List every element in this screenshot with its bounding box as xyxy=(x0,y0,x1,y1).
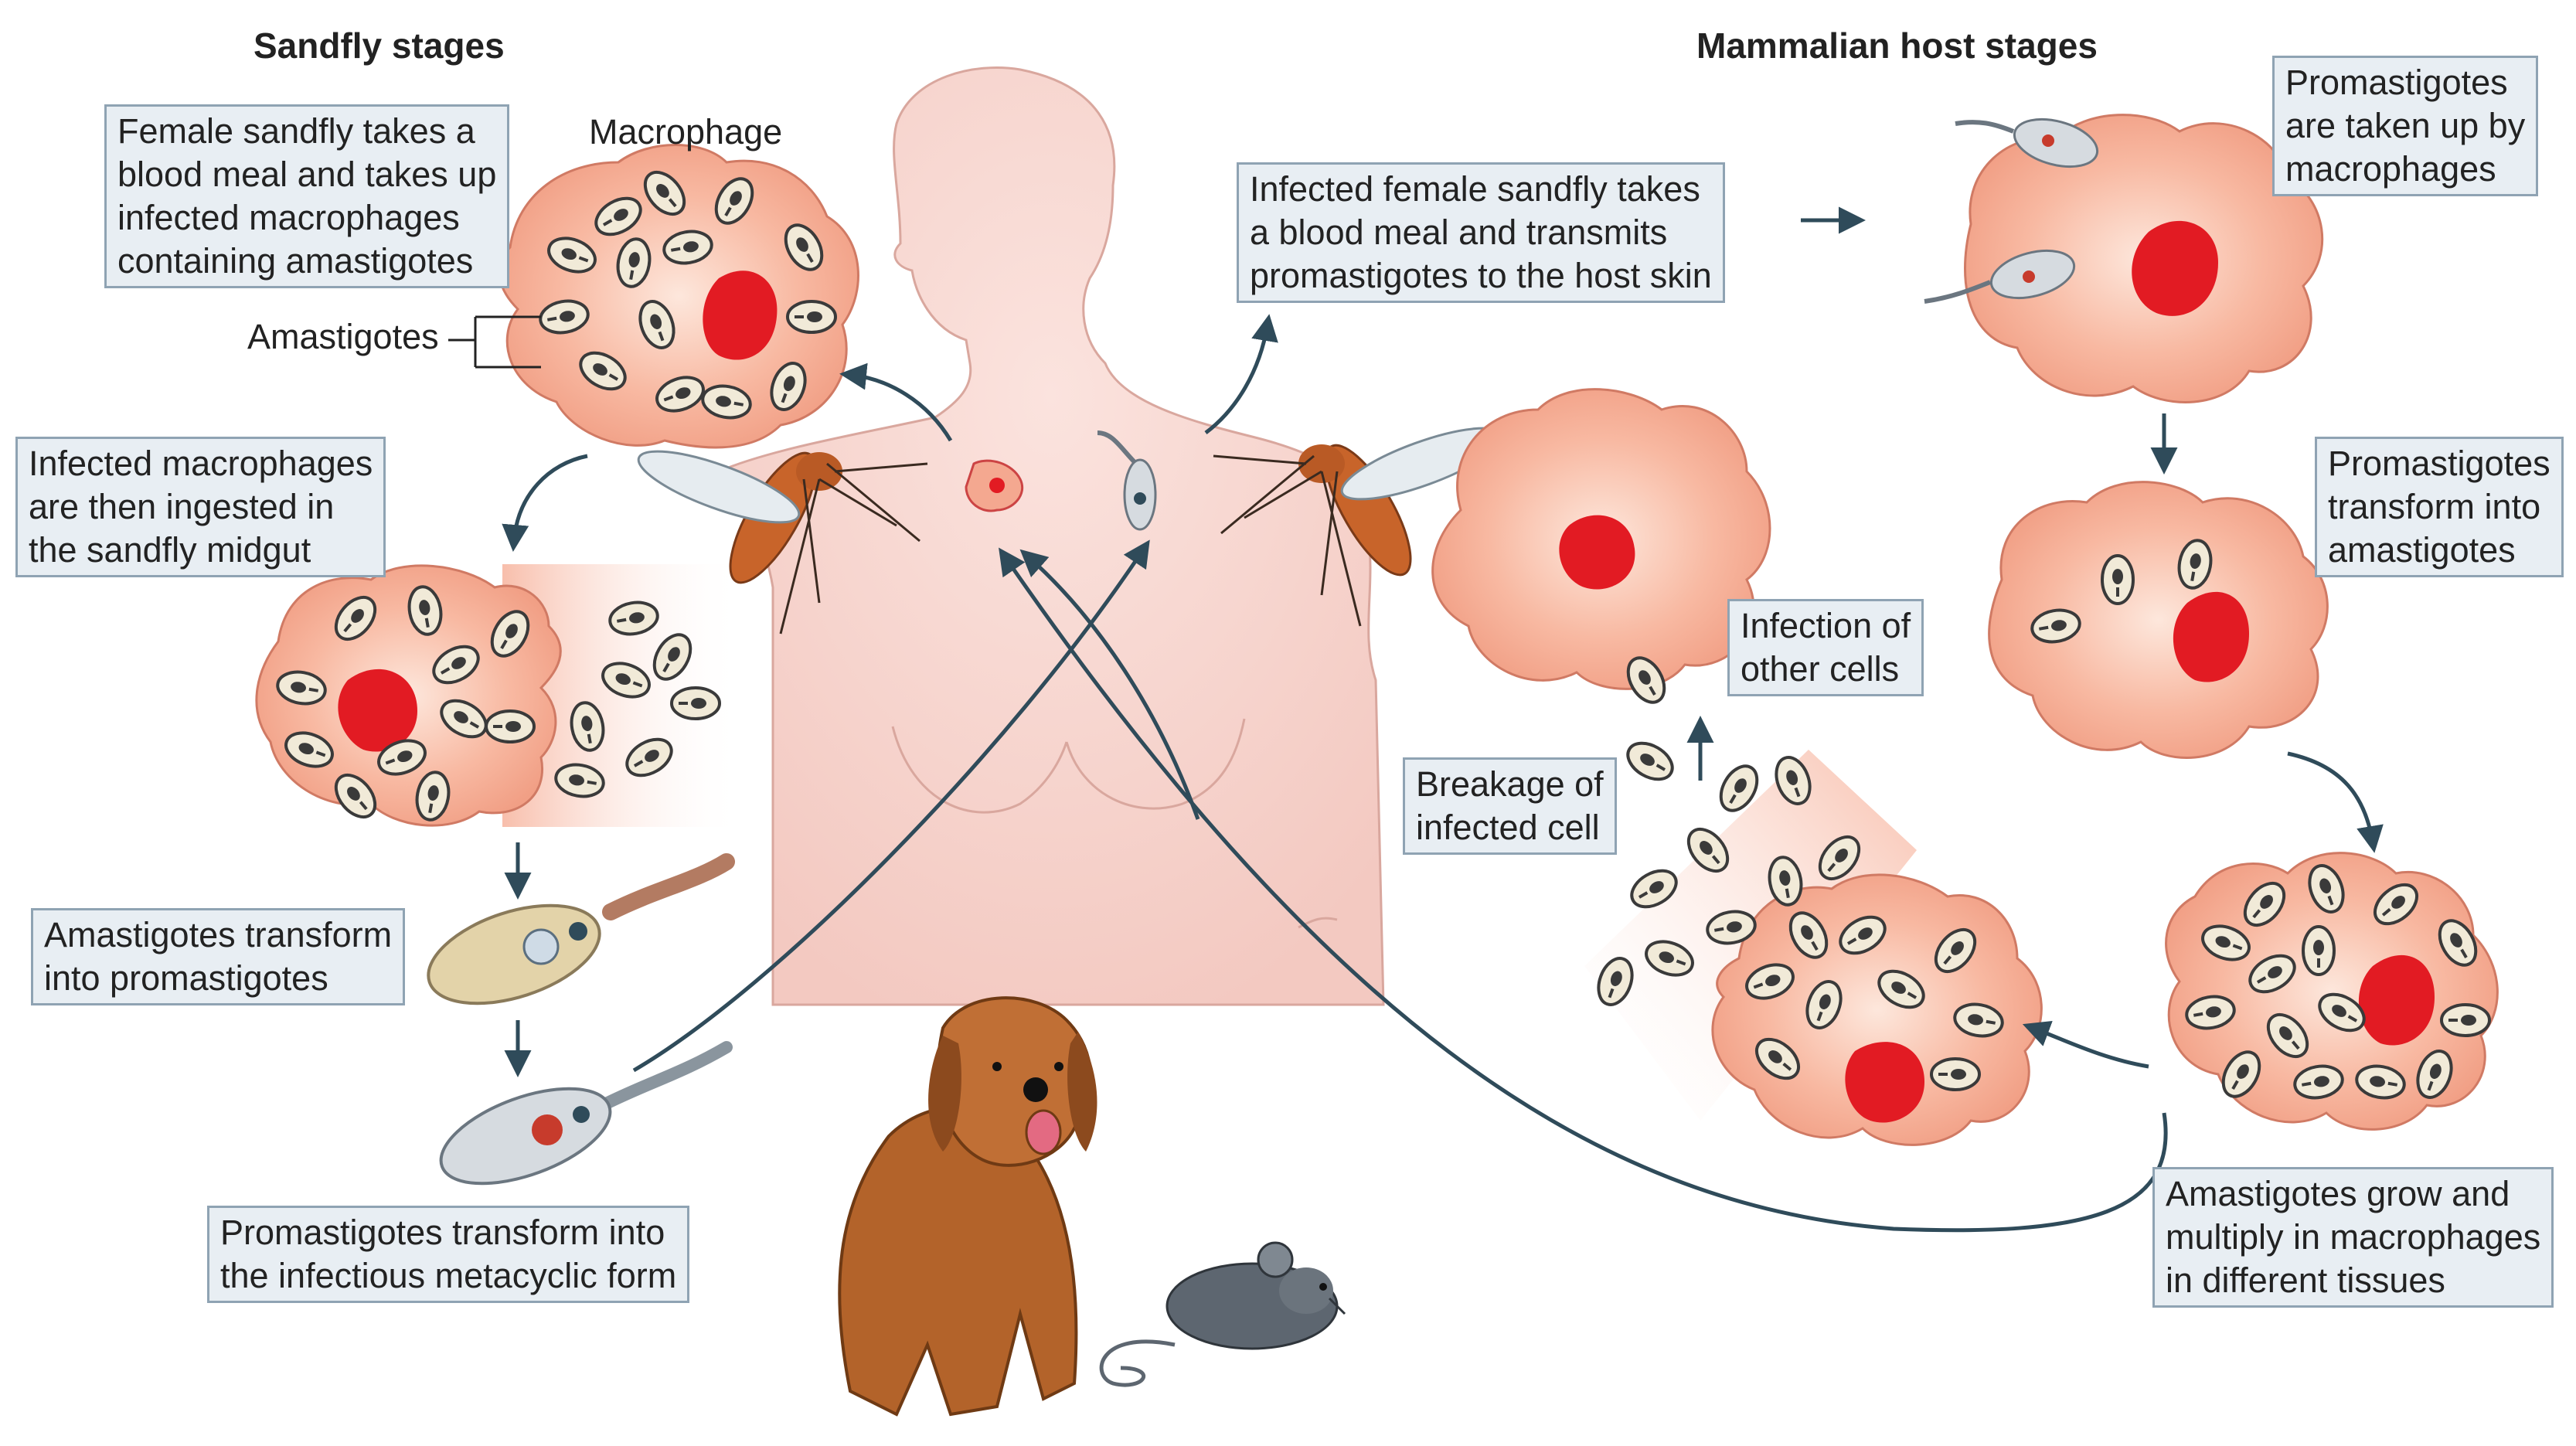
human-body xyxy=(716,66,1385,1006)
mouse-illustration xyxy=(1099,1241,1346,1387)
label-breakage: Breakage of infected cell xyxy=(1403,757,1617,855)
macrophage-transforming xyxy=(1988,481,2329,759)
label-taken-up: Promastigotes are taken up by macrophage… xyxy=(2272,56,2539,196)
arrows xyxy=(502,206,2384,1233)
free-amastigote-1 xyxy=(1620,734,1680,788)
label-infection-other-cells: Infection of other cells xyxy=(1727,599,1924,696)
amastigotes-bracket xyxy=(448,315,541,369)
label-transmits: Infected female sandfly takes a blood me… xyxy=(1237,162,1725,303)
macrophage-new-infection xyxy=(1431,388,1771,710)
label-transform-amastigotes: Promastigotes transform into amastigotes xyxy=(2315,437,2564,577)
procyclic-promastigote xyxy=(427,853,735,1005)
label-grow-multiply: Amastigotes grow and multiply in macroph… xyxy=(2152,1167,2554,1308)
macrophage-uptake xyxy=(1924,114,2324,403)
skin-promastigote xyxy=(1097,430,1157,531)
sandfly-left xyxy=(637,450,928,635)
label-ingested-midgut: Infected macrophages are then ingested i… xyxy=(15,437,386,577)
label-metacyclic: Promastigotes transform into the infecti… xyxy=(207,1206,690,1303)
skin-macrophage xyxy=(965,459,1024,512)
macrophage-bursting-left xyxy=(255,564,742,827)
dog-illustration xyxy=(838,996,1097,1417)
macrophage-multiplying xyxy=(2165,852,2499,1131)
amastigotes-label: Amastigotes xyxy=(247,317,439,356)
macrophage-infected-top xyxy=(498,144,859,449)
sandfly-right xyxy=(1213,427,1504,627)
macrophage-label: Macrophage xyxy=(589,112,783,151)
metacyclic-promastigote xyxy=(439,1041,733,1186)
label-sandfly-blood-meal: Female sandfly takes a blood meal and ta… xyxy=(104,104,510,288)
macrophage-bursting-right xyxy=(1584,750,2043,1146)
header-mammalian-stages: Mammalian host stages xyxy=(1696,26,2098,66)
header-sandfly-stages: Sandfly stages xyxy=(254,26,505,66)
label-transform-promastigotes: Amastigotes transform into promastigotes xyxy=(31,908,406,1005)
